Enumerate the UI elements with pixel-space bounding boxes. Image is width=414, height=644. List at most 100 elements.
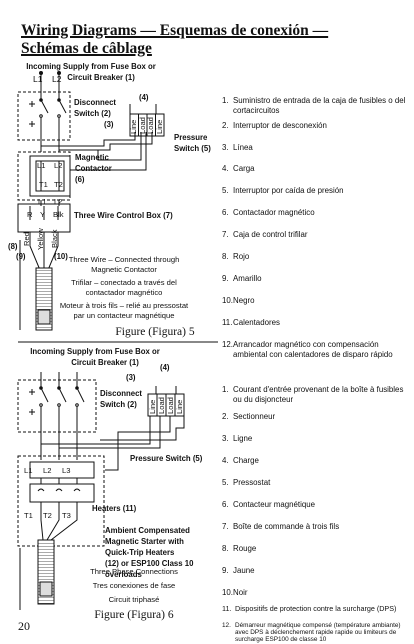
caption-6-2: Tres conexiones de fase [93, 581, 175, 590]
legend-num: 6. [222, 500, 229, 509]
starter-t1: T1 [24, 511, 33, 520]
legend-es-item: 4. Carga [222, 164, 412, 174]
legend-text: Carga [233, 164, 255, 173]
starter-l1: L1 [24, 466, 32, 475]
starter-l2: L2 [43, 466, 51, 475]
legend-es-item: 12.Arrancador magnético con compensación… [222, 340, 412, 361]
legend-text: Dispositifs de protection contre la surc… [235, 604, 397, 613]
legend-num: 10. [222, 296, 233, 305]
pressure-term-5-line-b: Line [155, 120, 164, 134]
starter-l3: L3 [62, 466, 70, 475]
legend-es-item: 6.Contactador magnético [222, 208, 412, 218]
l1-label-5: L1 [33, 74, 43, 84]
box-l1: L1 [38, 197, 46, 206]
control-box-label: Three Wire Control Box (7) [74, 211, 173, 220]
supply-label-5b: Circuit Breaker (1) [67, 73, 135, 82]
legend-num: 8. [222, 544, 229, 553]
disconnect-label-5b: Switch (2) [74, 109, 111, 118]
legend-num: 8. [222, 252, 229, 261]
legend-num: 3. [222, 143, 229, 152]
contactor-label-5a: Magnetic [75, 153, 109, 162]
contactor-label-5c: (6) [75, 175, 85, 184]
figure-5-label: Figure (Figura) 5 [115, 326, 194, 338]
legend-fr-item: 5.Pressostat [222, 478, 412, 488]
heaters-label: Heaters (11) [92, 504, 137, 513]
legend-es-item: 3.Línea [222, 143, 412, 153]
legend-fr-item: 3.Ligne [222, 434, 412, 444]
callout-3-5: (3) [104, 120, 114, 129]
legend-text: Amarillo [233, 274, 262, 283]
legend-text: Interruptor de desconexión [233, 121, 327, 130]
legend-fr-item: 8. Rouge [222, 544, 412, 554]
wire-yellow: Yellow [36, 228, 45, 250]
starter-t3: T3 [62, 511, 71, 520]
supply-label-6b: Circuit Breaker (1) [71, 358, 139, 367]
legend-num: 4. [222, 456, 229, 465]
callout-10: (10) [54, 252, 68, 261]
ambient-label-2: Magnetic Starter with [105, 537, 184, 546]
legend-fr-item: 4.Charge [222, 456, 412, 466]
legend-num: 7. [222, 230, 229, 239]
legend-num: 12. [222, 340, 233, 349]
legend-text: Contacteur magnétique [233, 500, 316, 509]
legend-fr-item: 7.Boîte de commande à trois fils [222, 522, 412, 532]
contactor-t2: T2 [54, 180, 63, 189]
pressure-label-6: Pressure Switch (5) [130, 454, 203, 463]
caption-5-en-1: Three Wire – Connected through [69, 255, 180, 264]
starter-t2: T2 [43, 511, 52, 520]
legend-text: Contactador magnético [233, 208, 315, 217]
legend-text: Arrancador magnético con compensación am… [233, 340, 393, 360]
legend-es-item: 5.Interruptor por caída de presión [222, 186, 412, 196]
figure-5-text: Incoming Supply from Fuse Box or Circuit… [8, 62, 211, 338]
ambient-label-1: Ambient Compensated [105, 526, 190, 535]
caption-6-1: Three Phase Connections [90, 567, 178, 576]
box-blk: Blk [53, 210, 64, 219]
pressure-label-5b: Switch (5) [174, 144, 211, 153]
disconnect-label-6b: Switch (2) [100, 400, 137, 409]
disconnect-switch-5 [17, 91, 71, 141]
legend-text: Boîte de commande à trois fils [233, 522, 340, 531]
ambient-label-5: overloads [105, 570, 142, 579]
legend-es-item: 2. Interruptor de desconexión [222, 121, 412, 131]
pressure-term-6-line-b: Line [175, 400, 184, 414]
contactor-l2: L2 [54, 161, 62, 170]
legend-text: Negro [233, 296, 255, 305]
magnetic-starter-6 [17, 455, 105, 547]
legend-fr-item: 6. Contacteur magnétique [222, 500, 412, 510]
legend-num: 9. [222, 274, 229, 283]
caption-5-es-2: contactador magnético [86, 288, 163, 297]
ambient-label-4: (12) or ESP100 Class 10 [105, 559, 194, 568]
legend-text: Rouge [233, 544, 257, 553]
legend-num: 1. [222, 96, 229, 105]
pressure-term-6-load-b: Load [166, 397, 175, 414]
legend-num: 2. [222, 121, 229, 130]
legend-num: 1. [222, 385, 229, 394]
disconnect-switch-6 [17, 379, 97, 433]
disconnect-label-5a: Disconnect [74, 98, 116, 107]
legend-text: Rojo [233, 252, 250, 261]
caption-5-fr-2: par un contacteur magnétique [74, 311, 175, 320]
box-l2: L2 [54, 197, 62, 206]
legend-es-item: 10.Negro [222, 296, 412, 306]
figure-6 [17, 372, 185, 610]
figure-5 [17, 71, 165, 331]
legend-text: Interruptor por caída de presión [233, 186, 344, 195]
ambient-label-3: Quick-Trip Heaters [105, 548, 175, 557]
legend-text: Pressostat [233, 478, 271, 487]
legend-es-item: 9. Amarillo [222, 274, 412, 284]
legend-es-item: 7.Caja de control trifilar [222, 230, 412, 240]
legend-num: 2. [222, 412, 229, 421]
pressure-term-5-line-a: Line [129, 120, 138, 134]
legend-num: 4. [222, 164, 229, 173]
callout-8: (8) [8, 242, 18, 251]
legend-num: 10. [222, 588, 233, 597]
legend-fr-item: 11. Dispositifs de protection contre la … [222, 604, 412, 614]
legend-text: Suministro de entrada de la caja de fusi… [233, 96, 406, 116]
supply-label-6a: Incoming Supply from Fuse Box or [30, 347, 160, 356]
l2-label-5: L2 [52, 74, 62, 84]
contactor-t1: T1 [39, 180, 48, 189]
contactor-label-5b: Contactor [75, 164, 112, 173]
legend-text: Démarreur magnétique compensé (températu… [235, 622, 401, 644]
figure-6-text: Incoming Supply from Fuse Box or Circuit… [24, 347, 203, 621]
